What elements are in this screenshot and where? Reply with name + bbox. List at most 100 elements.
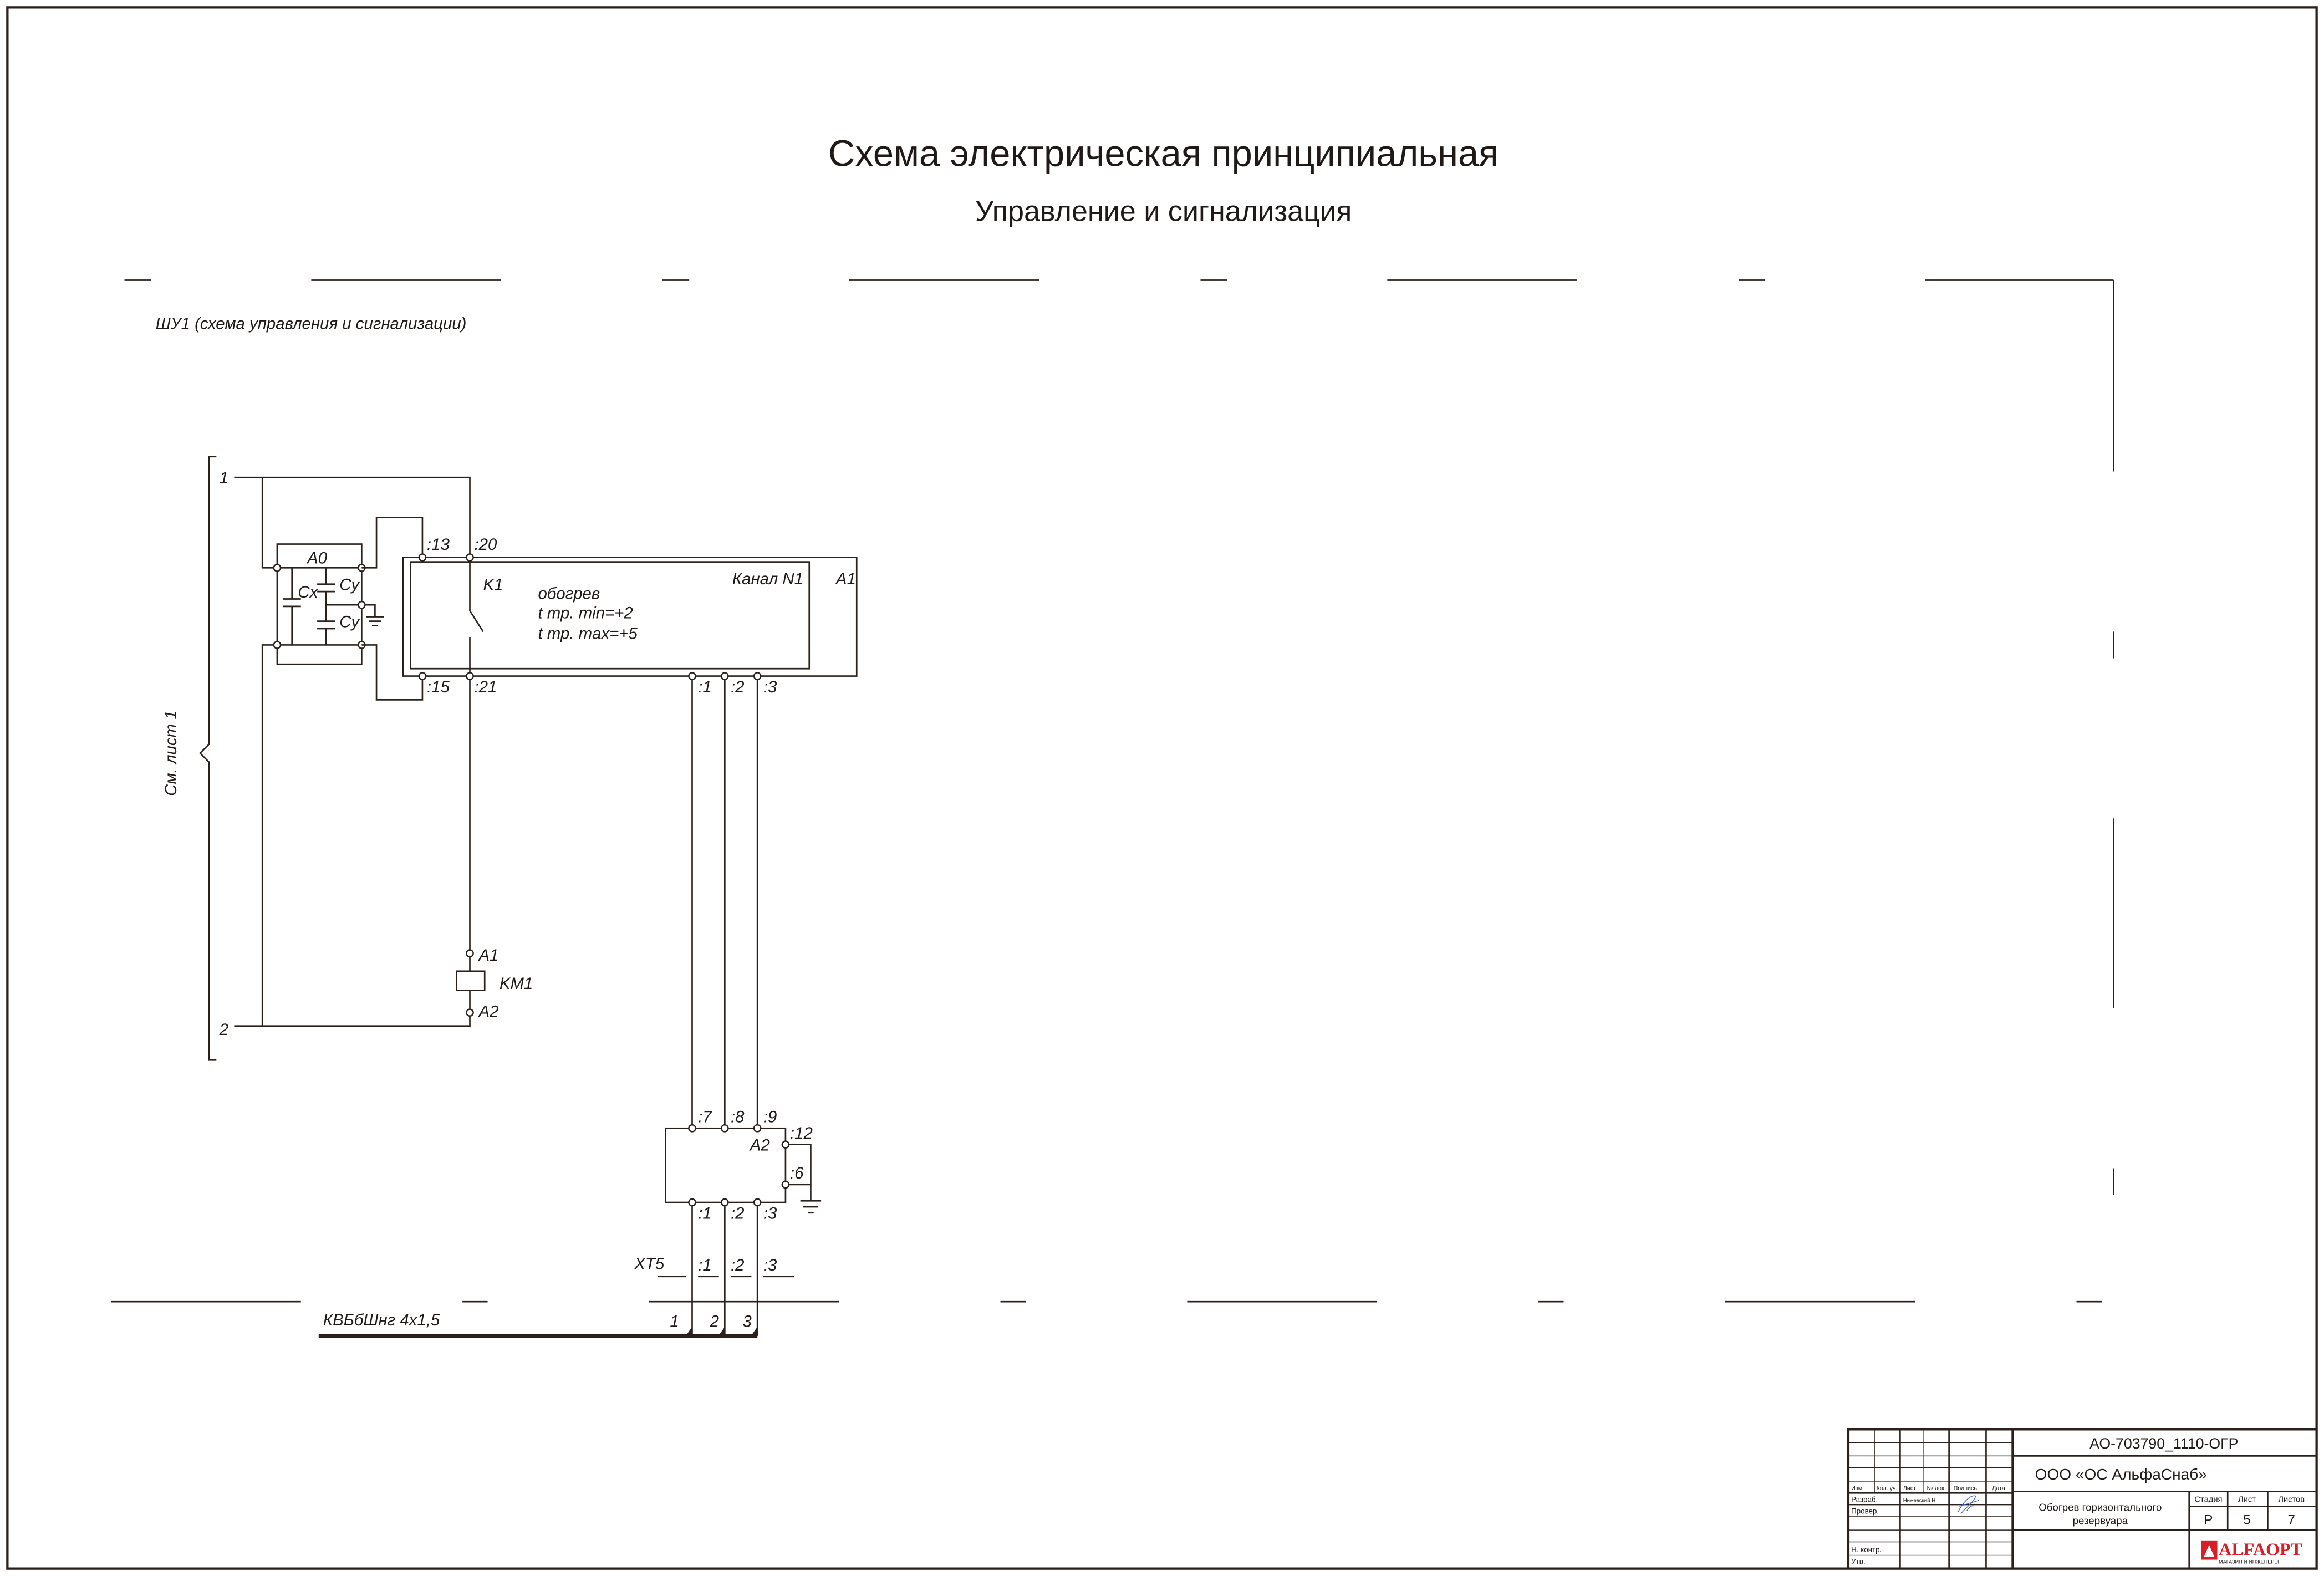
wire-line-2 <box>234 1012 471 1027</box>
logo-tagline: МАГАЗИН И ИНЖЕНЕРЫ <box>2219 1559 2279 1564</box>
drawing-frame <box>6 6 2318 1570</box>
xt5-terminal-3: :3 <box>763 1256 777 1274</box>
terminal-label-9: :9 <box>763 1108 777 1126</box>
terminal-node <box>720 1198 729 1207</box>
role-checker: Провер. <box>1851 1507 1879 1516</box>
page-subtitle: Управление и сигнализация <box>975 195 1352 227</box>
terminal-node <box>357 600 366 609</box>
terminal-label-a2-3: :3 <box>763 1204 777 1222</box>
terminal-label-a1-1: :1 <box>698 678 712 696</box>
sheet-reference-label: См. лист 1 <box>162 710 180 795</box>
line-1-label: 1 <box>220 469 228 487</box>
sensor-wires <box>691 676 758 1129</box>
company-name: ООО «ОС АльфаСнаб» <box>2035 1466 2207 1483</box>
contactor-km1: A1 KM1 A2 <box>456 946 533 1021</box>
filter-a0: A0 Cx Cy Cy <box>273 543 384 665</box>
column-header-signature: Подпись <box>1954 1485 1978 1492</box>
terminal-node <box>781 1140 790 1149</box>
terminal-node <box>466 949 474 958</box>
cable-core-marker <box>717 1327 725 1338</box>
contact-k1 <box>469 557 484 633</box>
column-header-count: Кол. уч <box>1877 1485 1896 1492</box>
terminal-node <box>688 1198 696 1207</box>
controller-mode: обогрев <box>538 584 600 603</box>
stage-header: Стадия <box>2194 1495 2222 1504</box>
filter-a0-ground-wire <box>326 604 376 617</box>
terminal-label-a1-2: :2 <box>731 678 745 696</box>
capacitor-cy-top-label: Cy <box>339 575 360 594</box>
terminal-node <box>418 553 427 562</box>
wire-filter-to-15 <box>361 644 424 701</box>
terminal-node <box>418 672 427 680</box>
coil-terminal-a1-label: A1 <box>478 946 499 965</box>
controller-a1-designation: A1 <box>835 570 856 588</box>
terminal-label-a2-1: :1 <box>698 1204 712 1222</box>
cable-mark: КВБбШнг 4х1,5 <box>323 1311 440 1329</box>
capacitor-cy-bottom <box>317 605 335 645</box>
xt5-terminal-1: :1 <box>698 1256 712 1274</box>
cable-core-marker <box>750 1327 758 1338</box>
brace-line <box>199 456 217 1061</box>
sensor-a2: A2 :7 :8 :9 :12 :6 :1 :2 :3 <box>665 1108 822 1336</box>
terminal-node <box>688 672 696 680</box>
column-header-sheet: Лист <box>1903 1485 1916 1492</box>
terminal-node <box>273 563 282 572</box>
filter-a0-designation: A0 <box>306 549 328 567</box>
sensor-a2-ground-wire <box>785 1144 812 1201</box>
document-code: АО-703790_1110-ОГР <box>2089 1435 2238 1452</box>
terminal-block-xt5: XT5 :1 :2 :3 <box>634 1254 794 1278</box>
terminal-label-8: :8 <box>731 1108 745 1126</box>
terminal-node <box>753 1124 762 1133</box>
xt5-terminal-2: :2 <box>731 1256 745 1274</box>
title-block-grid-right <box>2012 1455 2317 1569</box>
logo-name: ALFAOPT <box>2219 1539 2302 1559</box>
column-header-date: Дата <box>1992 1485 2005 1492</box>
column-header-change: Изм. <box>1851 1485 1864 1492</box>
terminal-node <box>688 1124 696 1133</box>
terminal-label-21: :21 <box>475 678 497 696</box>
logo-icon-mark <box>2204 1544 2215 1557</box>
coil-designation: KM1 <box>500 975 533 993</box>
line-2-label: 2 <box>219 1021 228 1039</box>
terminal-node <box>466 1008 474 1017</box>
controller-t-min: t тр. min=+2 <box>538 604 633 622</box>
terminal-label-12: :12 <box>790 1124 813 1143</box>
role-approved: Утв. <box>1851 1558 1865 1566</box>
company-logo: ALFAOPT МАГАЗИН И ИНЖЕНЕРЫ <box>2201 1539 2302 1564</box>
developer-name: Нижевский Н. <box>1903 1497 1937 1503</box>
controller-t-max: t тр. max=+5 <box>538 625 638 643</box>
terminal-label-13: :13 <box>427 535 450 554</box>
cable-core-3: 3 <box>742 1313 752 1331</box>
sheets-total-header: Листов <box>2278 1495 2305 1504</box>
wire-line-1-to-filter <box>261 477 277 569</box>
sheet-reference-brace: См. лист 1 <box>162 456 217 1061</box>
cable: КВБбШнг 4х1,5 1 2 3 <box>318 1311 758 1338</box>
wire-line-1 <box>234 476 471 558</box>
sheet-header: Лист <box>2238 1495 2256 1504</box>
terminal-node <box>720 672 729 680</box>
title-block: АО-703790_1110-ОГР ООО «ОС АльфаСнаб» Об… <box>1847 1427 2317 1569</box>
controller-a1-channel: Канал N1 <box>732 570 803 588</box>
capacitor-cx <box>283 568 301 645</box>
controller-a1-channel-box <box>410 561 811 670</box>
controller-a1-body <box>402 557 858 677</box>
cabinet-label: ШУ1 (схема управления и сигнализации) <box>156 315 467 333</box>
terminal-node <box>720 1124 729 1133</box>
terminal-label-6: :6 <box>790 1164 804 1182</box>
terminal-node <box>273 641 282 649</box>
object-name-line-1: Обогрев горизонтального <box>2038 1501 2162 1513</box>
capacitor-cx-label: Cx <box>298 583 318 601</box>
wire-line-2-to-filter <box>261 644 277 1026</box>
title-block-grid-left-main <box>1848 1429 2013 1569</box>
column-header-doc: № док. <box>1927 1485 1946 1492</box>
heading: Схема электрическая принципиальная Управ… <box>828 133 1499 228</box>
cable-core-1: 1 <box>670 1313 679 1331</box>
sensor-a2-designation: A2 <box>749 1136 770 1154</box>
controller-a1: A1 Канал N1 K1 обогрев t тр. min=+2 t тр… <box>402 535 858 696</box>
title-block-grid-left <box>1848 1429 2013 1556</box>
capacitor-cy-bottom-label: Cy <box>339 613 360 631</box>
controller-a1-nodes <box>418 553 762 680</box>
supply-lines: 1 2 <box>219 469 471 1039</box>
capacitor-cy-top <box>317 568 335 605</box>
